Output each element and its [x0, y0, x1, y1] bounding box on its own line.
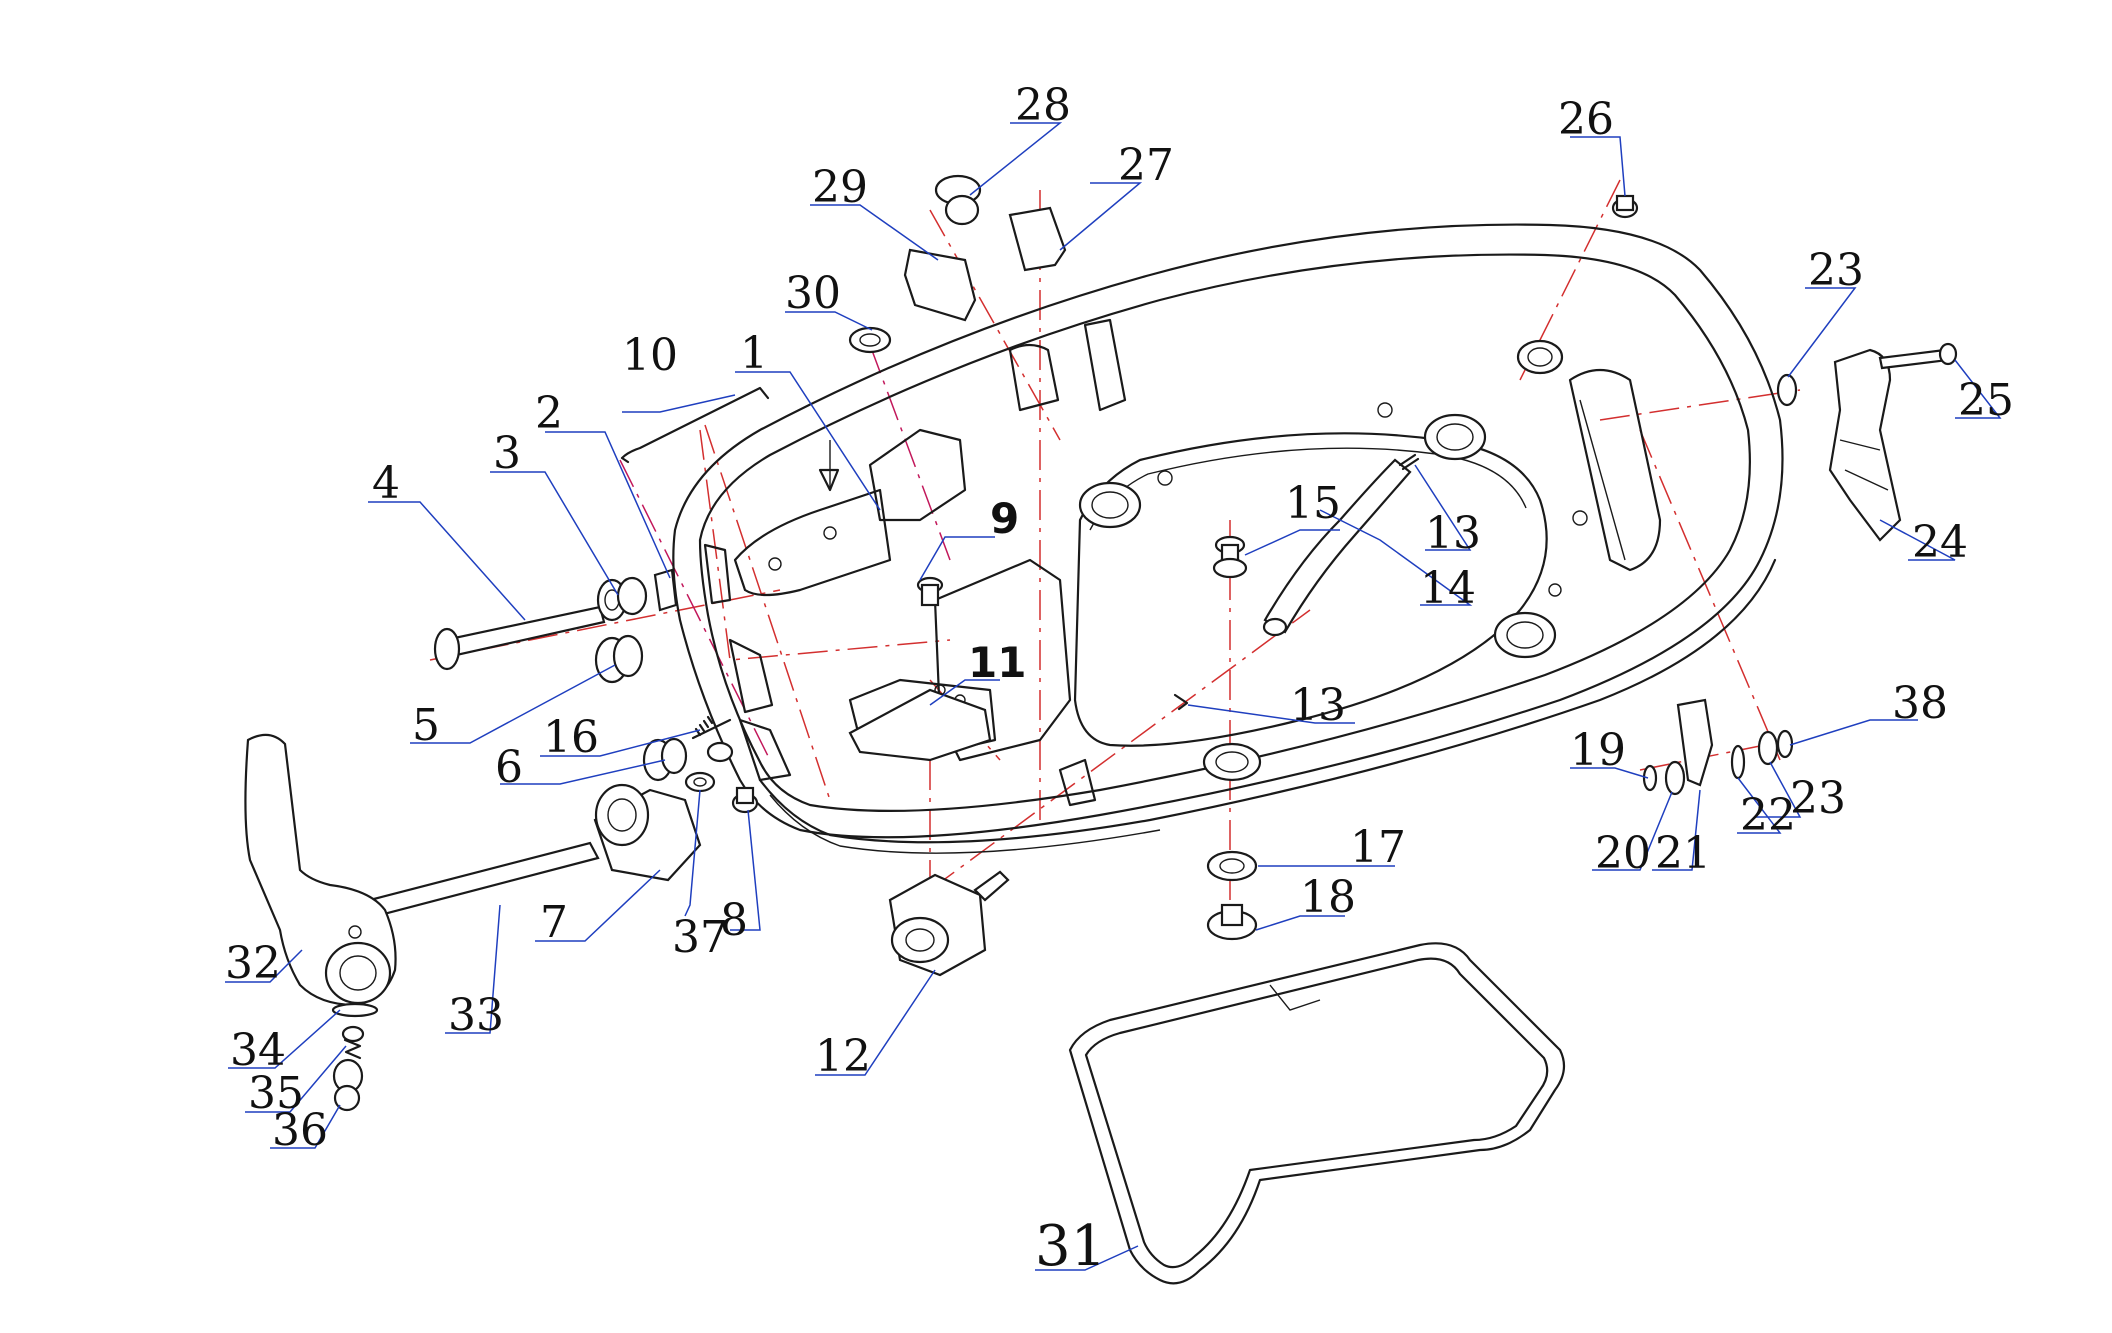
callout-36: 36 — [272, 1105, 328, 1156]
callout-32: 32 — [225, 938, 281, 989]
callout-11: 11 — [968, 638, 1026, 687]
callout-22: 22 — [1740, 790, 1796, 841]
callout-1: 1 — [740, 328, 768, 379]
callout-37: 37 — [672, 912, 728, 963]
callout-13-upper: 13 — [1425, 508, 1481, 559]
callout-38: 38 — [1892, 678, 1948, 729]
callout-18: 18 — [1300, 872, 1356, 923]
callout-20: 20 — [1595, 828, 1651, 879]
callout-24: 24 — [1912, 517, 1968, 568]
callout-25: 25 — [1958, 375, 2014, 426]
callout-14: 14 — [1420, 563, 1476, 614]
leader-lines — [225, 122, 2002, 1271]
callout-2: 2 — [535, 388, 563, 439]
hardware-parts — [244, 174, 1958, 1285]
callout-26: 26 — [1558, 94, 1614, 145]
callout-30: 30 — [785, 268, 841, 319]
callout-23-lower: 23 — [1790, 773, 1846, 824]
callout-27: 27 — [1118, 140, 1174, 191]
callout-labels: 1 2 3 4 5 6 7 8 9 10 11 12 13 13 14 15 1… — [225, 80, 2014, 1279]
lower-cowl-body — [672, 223, 1784, 854]
callout-19: 19 — [1570, 725, 1626, 776]
callout-31: 31 — [1035, 1214, 1106, 1279]
callout-29: 29 — [812, 162, 868, 213]
callout-34: 34 — [230, 1025, 286, 1076]
callout-21: 21 — [1655, 828, 1711, 879]
callout-17: 17 — [1350, 822, 1406, 873]
callout-12: 12 — [815, 1031, 871, 1082]
callout-5: 5 — [412, 700, 440, 751]
callout-23-upper: 23 — [1808, 245, 1864, 296]
callout-6: 6 — [495, 742, 523, 793]
callout-7: 7 — [540, 897, 568, 948]
callout-8: 8 — [720, 895, 748, 946]
callout-35: 35 — [248, 1068, 304, 1119]
callout-33: 33 — [448, 990, 504, 1041]
callout-13-lower: 13 — [1290, 680, 1346, 731]
callout-3: 3 — [493, 428, 521, 479]
callout-16: 16 — [543, 712, 599, 763]
callout-15: 15 — [1285, 478, 1341, 529]
callout-4: 4 — [372, 458, 400, 509]
callout-10: 10 — [622, 330, 678, 381]
callout-28: 28 — [1015, 80, 1071, 131]
callout-9: 9 — [990, 494, 1019, 543]
